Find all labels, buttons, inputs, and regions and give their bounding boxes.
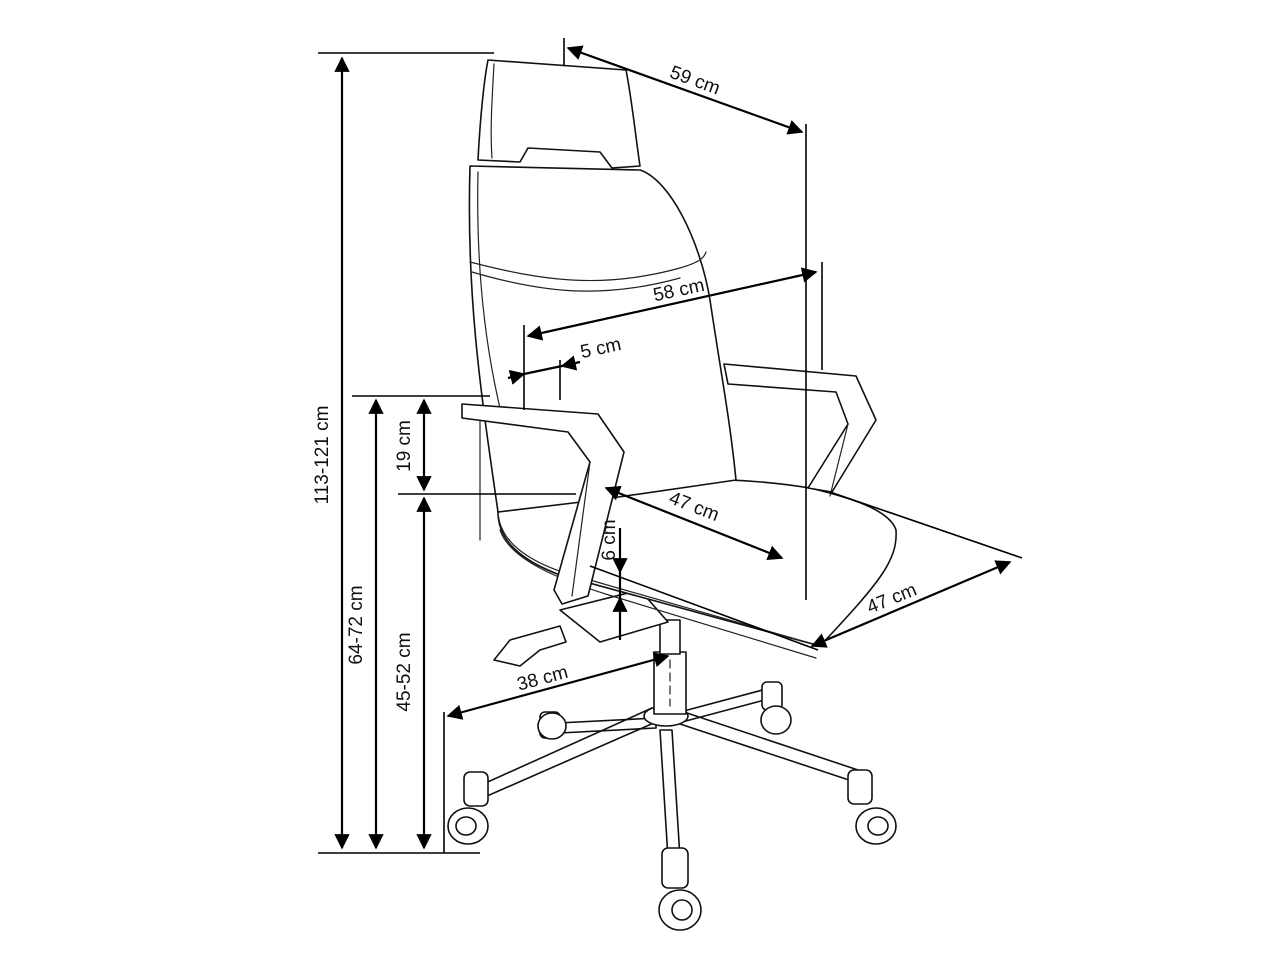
armrest-right — [723, 363, 877, 497]
label-seat-thickness: 6 cm — [599, 519, 620, 560]
label-armrest-height: 64-72 cm — [346, 585, 367, 664]
tilt-mechanism — [493, 589, 669, 667]
dimension-lines — [318, 38, 1023, 854]
label-seat-height: 45-52 cm — [394, 632, 415, 711]
label-armrest-above-seat: 19 cm — [394, 420, 415, 472]
chair-illustration — [447, 59, 897, 931]
gas-lift — [653, 619, 687, 715]
armrest-left — [461, 403, 625, 605]
headrest — [477, 59, 641, 169]
label-total-height: 113-121 cm — [312, 406, 333, 505]
